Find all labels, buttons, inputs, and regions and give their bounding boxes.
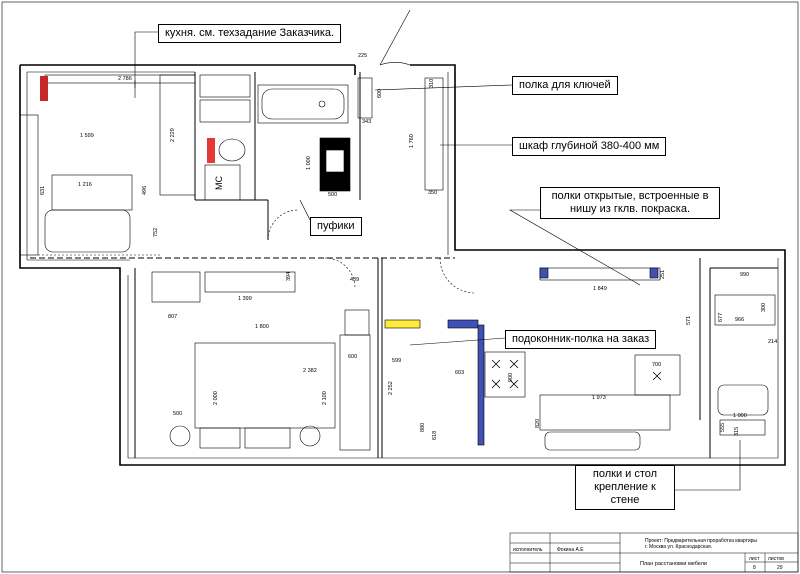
callout-key-shelf: полка для ключей	[512, 76, 618, 95]
bedroom-right	[384, 257, 681, 451]
callout-wardrobe: шкаф глубиной 380-400 мм	[512, 137, 667, 156]
dim-label: 966	[735, 317, 744, 323]
dim-label: 251	[660, 270, 666, 279]
dim-label: 1 599	[80, 133, 94, 139]
cross-marks	[491, 359, 662, 389]
title-block	[509, 532, 799, 573]
title-block-role: исполнитель	[513, 547, 543, 553]
interior-partitions	[30, 72, 778, 458]
dim-label: 677	[718, 313, 724, 322]
dim-label: 225	[358, 53, 367, 59]
balcony-furniture	[714, 294, 776, 436]
dim-label: 1 973	[592, 395, 606, 401]
dim-label: 500	[173, 411, 182, 417]
leader-lines	[134, 31, 741, 491]
dim-label: 990	[740, 272, 749, 278]
dim-label: 2 000	[213, 391, 219, 405]
dim-label: 752	[153, 228, 159, 237]
room-label-mc: МС	[214, 176, 224, 190]
title-block-sheets-total: 29	[777, 565, 783, 571]
dim-label: 599	[392, 358, 401, 364]
dim-label: 618	[432, 431, 438, 440]
title-block-sheet-number: 8	[753, 565, 756, 571]
exterior-walls	[19, 64, 786, 466]
dim-label: 600	[348, 354, 357, 360]
dim-label: 350	[428, 190, 437, 196]
callout-kitchen: кухня. см. техзадание Заказчика.	[158, 24, 342, 43]
dim-label: 315	[734, 427, 740, 436]
dim-label: 807	[168, 314, 177, 320]
dim-label: 1 216	[78, 182, 92, 188]
title-block-sheets-label: листов	[768, 556, 784, 562]
dim-label: 880	[420, 423, 426, 432]
dimension-labels: 2 786 1 599 2 229 1 216 631 496 752 225 …	[40, 53, 777, 440]
dim-label: 900	[508, 373, 514, 382]
dim-label: 343	[362, 119, 371, 125]
callout-shelves-desk: полки и стол крепление к стене	[575, 465, 675, 510]
title-block-sheet-label: лист	[749, 556, 760, 562]
dim-label: 439	[350, 277, 359, 283]
dim-label: 820	[535, 419, 541, 428]
bathroom-fixtures	[199, 74, 351, 201]
callout-sill-shelf: подоконник-полка на заказ	[505, 330, 657, 349]
dim-label: 1 000	[306, 156, 312, 170]
dim-label: 2 786	[118, 76, 132, 82]
hallway-wardrobe	[267, 9, 444, 241]
title-block-sheet-title: План расстановки мебели	[640, 561, 707, 567]
dim-label: 394	[286, 272, 292, 281]
dim-label: 1 399	[238, 296, 252, 302]
dim-label: 600	[377, 89, 383, 98]
title-block-project-1: Проект: Предварительная проработка кварт…	[645, 538, 757, 544]
dim-label: 2 229	[170, 128, 176, 142]
callout-open-shelves: полки открытые, встроенные в нишу из гкл…	[540, 187, 720, 219]
dim-label: 2 252	[388, 381, 394, 395]
dim-label: 496	[142, 186, 148, 195]
dim-label: 2 100	[322, 391, 328, 405]
dim-label: 1 849	[593, 286, 607, 292]
dim-label: 310	[429, 79, 435, 88]
dim-label: 1 800	[255, 324, 269, 330]
dim-label: 1 760	[409, 134, 415, 148]
dim-label: 500	[328, 192, 337, 198]
dim-label: 1 000	[733, 413, 747, 419]
bedroom-left	[151, 257, 371, 451]
dim-label: 2 382	[303, 368, 317, 374]
dining-area	[19, 114, 160, 256]
dim-label: 300	[761, 303, 767, 312]
callout-poufs: пуфики	[310, 217, 362, 236]
dim-label: 631	[40, 186, 46, 195]
title-block-author: Фокина А.Е	[557, 547, 584, 553]
dim-label: 214	[768, 339, 777, 345]
dim-label: 555	[720, 423, 726, 432]
dim-label: 571	[686, 316, 692, 325]
title-block-project-2: г. Москва ул. Краснодарская.	[645, 544, 712, 550]
inner-walls-offset	[26, 71, 779, 459]
dim-label: 603	[455, 370, 464, 376]
dim-label: 700	[652, 362, 661, 368]
